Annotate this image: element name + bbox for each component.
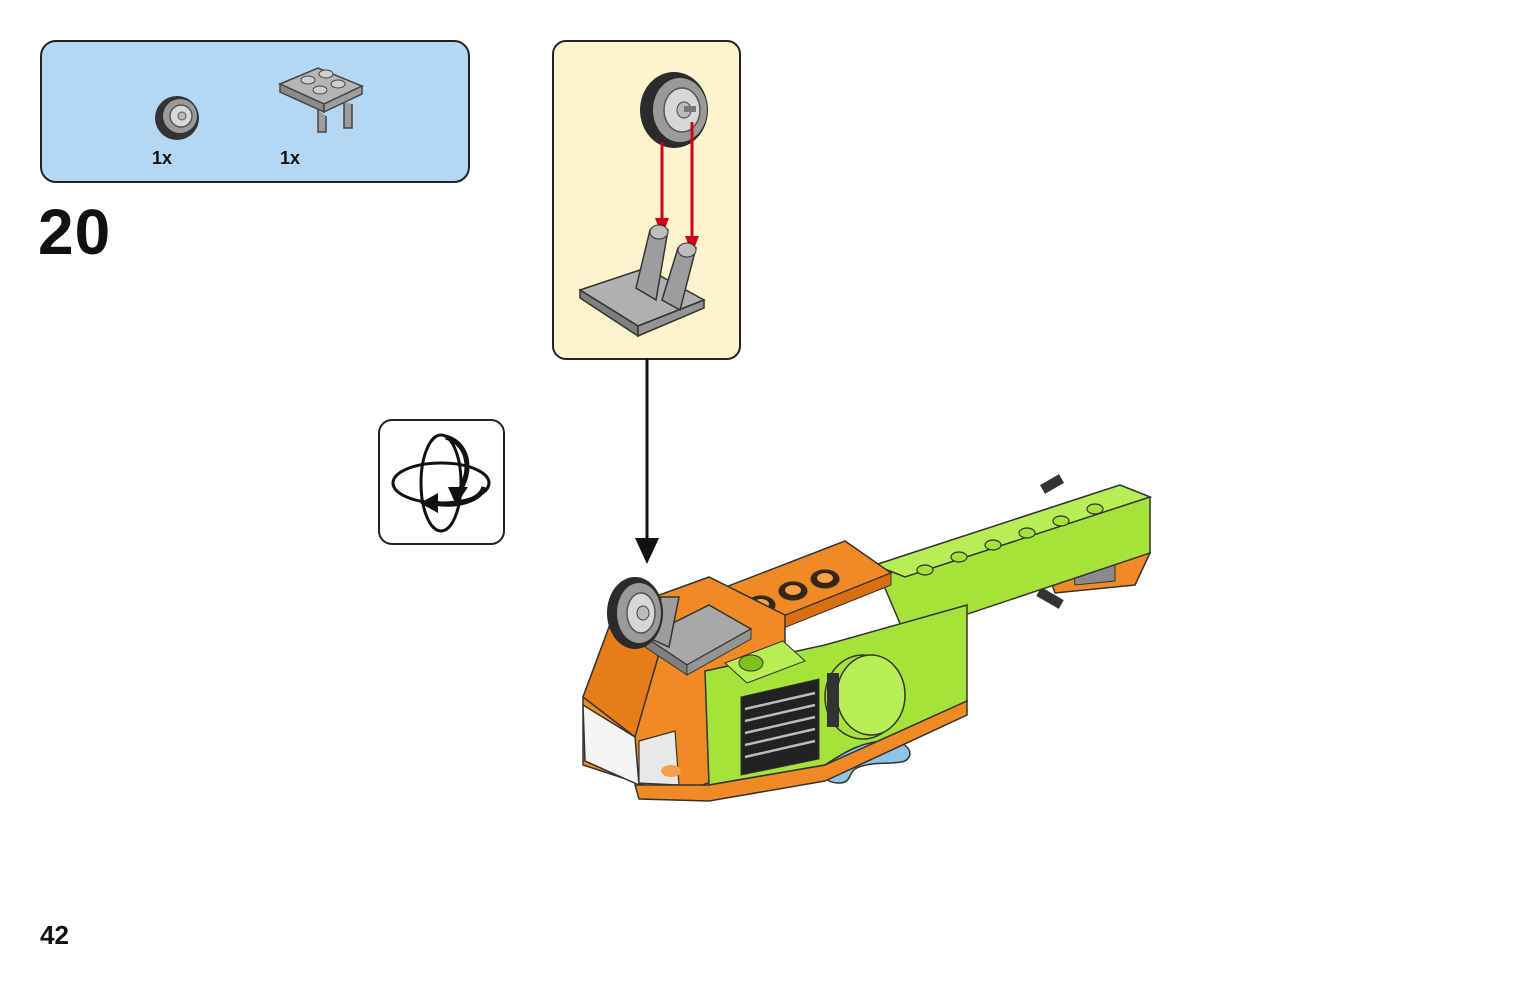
- part-quantity: 1x: [280, 148, 301, 168]
- part-quantity: 1x: [152, 148, 173, 168]
- callout-pointer-arrow: [635, 358, 659, 564]
- helicopter-model-illustration: [582, 474, 1153, 802]
- submodel-callout: [552, 40, 741, 360]
- submodel-assembly-illustration: [578, 72, 708, 338]
- rotate-model-callout: [378, 419, 505, 545]
- page-number: 42: [40, 920, 69, 950]
- parts-list-box: 1x 1x: [40, 40, 470, 183]
- rotate-model-icon: [391, 433, 491, 533]
- step-number: 20: [38, 196, 112, 268]
- plate-with-clips-icon: [278, 67, 364, 133]
- wheel-icon: [155, 96, 199, 140]
